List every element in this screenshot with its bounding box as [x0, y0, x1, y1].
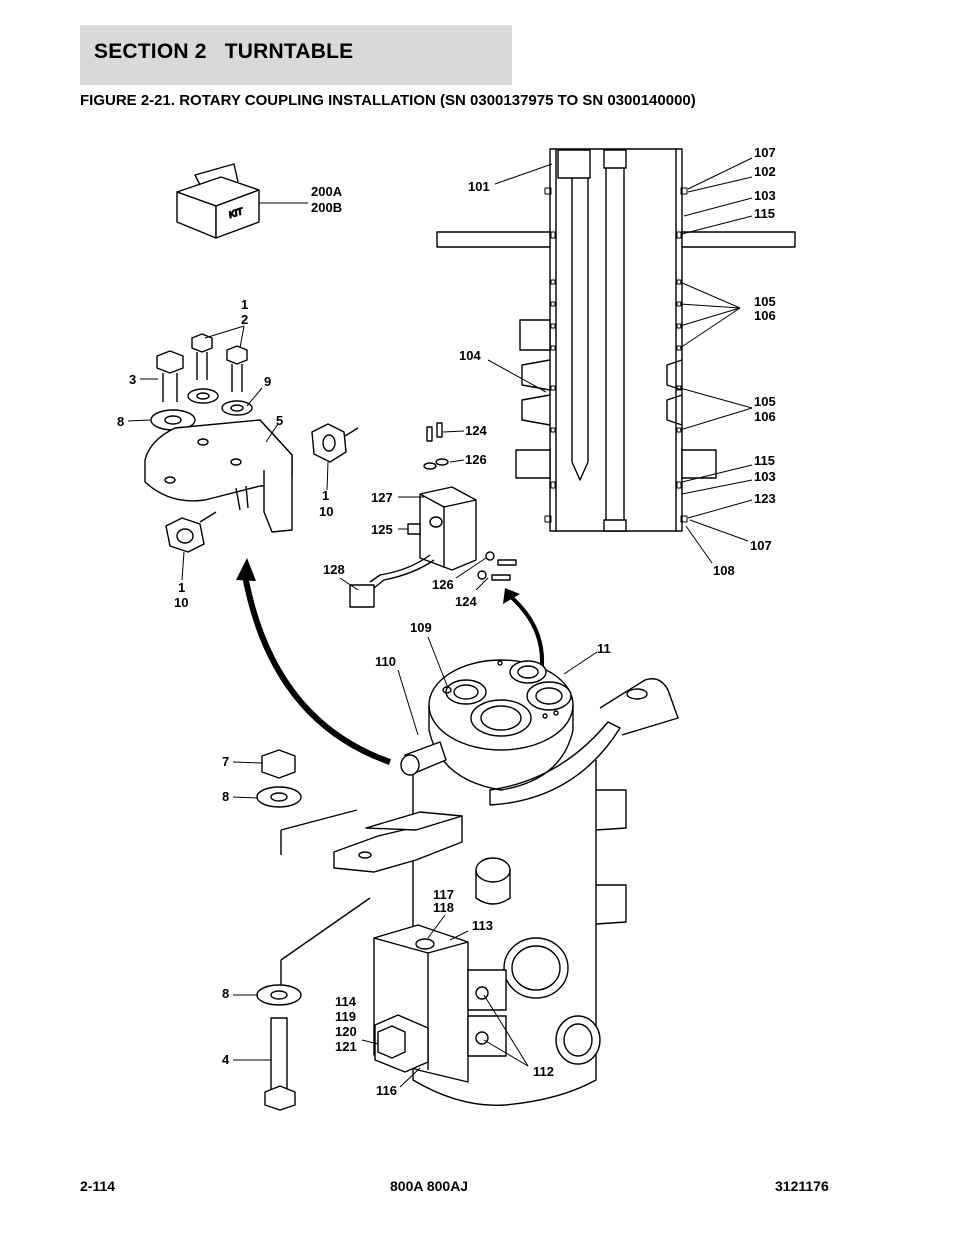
callout-126-bottom: 126 — [432, 577, 454, 592]
callout-8-washer-lower: 8 — [222, 986, 229, 1001]
callout-11: 11 — [597, 641, 611, 656]
callout-4: 4 — [222, 1052, 230, 1067]
footer-part-number: 3121176 — [775, 1178, 829, 1194]
callout-120: 120 — [335, 1024, 357, 1039]
callout-125: 125 — [371, 522, 393, 537]
callout-107-top: 107 — [754, 145, 776, 160]
solenoid-valve-drawing — [349, 422, 517, 608]
seal-grooves — [544, 187, 688, 523]
callout-110: 110 — [375, 654, 396, 669]
mounting-hardware-drawing — [256, 749, 463, 1111]
callout-126-top: 126 — [465, 452, 487, 467]
callout-128: 128 — [323, 562, 345, 577]
rotary-coupling-section-drawing — [436, 148, 796, 532]
section-title: SECTION 2 TURNTABLE — [94, 40, 354, 63]
callout-112: 112 — [533, 1064, 554, 1079]
callout-116: 116 — [376, 1083, 397, 1098]
footer-model: 800A 800AJ — [390, 1178, 469, 1194]
callout-118: 118 — [433, 900, 454, 915]
footer-page-number: 2-114 — [80, 1178, 116, 1194]
callout-123: 123 — [754, 491, 776, 506]
callout-200b: 200B — [311, 200, 342, 215]
callout-106-lower: 106 — [754, 409, 776, 424]
section-header-bar — [80, 25, 512, 85]
callout-124-top: 124 — [465, 423, 487, 438]
callout-1-nut-left: 1 — [178, 580, 185, 595]
kit-box-drawing — [176, 163, 308, 239]
callout-5: 5 — [276, 413, 283, 428]
callout-103-top: 103 — [754, 188, 776, 203]
callout-8-washer-upper: 8 — [222, 789, 229, 804]
callout-9: 9 — [264, 374, 271, 389]
callout-8-bracket: 8 — [117, 414, 124, 429]
callout-1-bolt: 1 — [241, 297, 248, 312]
callout-3: 3 — [129, 372, 136, 387]
callout-113: 113 — [472, 918, 493, 933]
callout-115-bottom: 115 — [754, 453, 775, 468]
callout-124-bottom: 124 — [455, 594, 477, 609]
callout-104: 104 — [459, 348, 481, 363]
callout-2: 2 — [241, 312, 248, 327]
callout-119: 119 — [335, 1009, 356, 1024]
callout-115-top: 115 — [754, 206, 775, 221]
callout-200a: 200A — [311, 184, 343, 199]
callout-10-nut-left: 10 — [174, 595, 188, 610]
callout-1-nut-right: 1 — [322, 488, 329, 503]
callout-109: 109 — [410, 620, 432, 635]
callout-105-upper: 105 — [754, 294, 776, 309]
callout-105-lower: 105 — [754, 394, 776, 409]
callout-7: 7 — [222, 754, 229, 769]
bracket-assembly-drawing — [144, 333, 359, 553]
callout-117: 117 — [433, 887, 454, 902]
callout-103-bottom: 103 — [754, 469, 776, 484]
callout-114: 114 — [335, 994, 357, 1009]
callout-10-nut-right: 10 — [319, 504, 333, 519]
callout-102: 102 — [754, 164, 776, 179]
callout-127: 127 — [371, 490, 393, 505]
figure-title: FIGURE 2-21. ROTARY COUPLING INSTALLATIO… — [80, 92, 696, 109]
main-housing-drawing — [373, 659, 679, 1106]
callout-106-upper: 106 — [754, 308, 776, 323]
callout-121: 121 — [335, 1039, 357, 1054]
callout-101: 101 — [468, 179, 490, 194]
leader-lines — [127, 157, 753, 1088]
callout-107-bottom: 107 — [750, 538, 772, 553]
callout-108: 108 — [713, 563, 735, 578]
